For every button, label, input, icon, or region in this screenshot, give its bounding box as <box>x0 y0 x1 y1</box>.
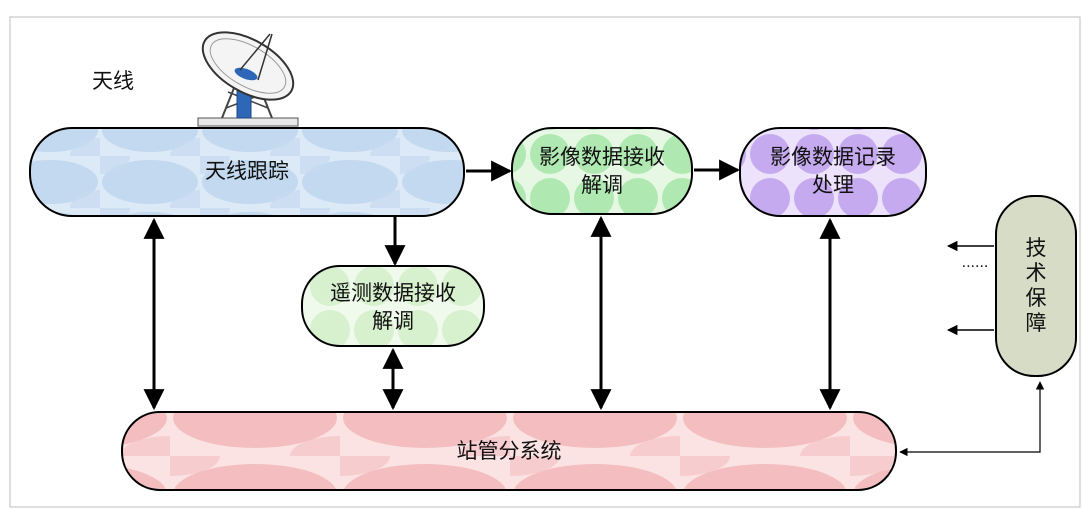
satellite-dish-icon <box>197 31 299 127</box>
outer-frame <box>9 16 1081 508</box>
node-image-record <box>739 127 927 217</box>
node-telemetry <box>301 265 485 347</box>
node-tech-support <box>995 195 1077 377</box>
node-image-receive <box>511 127 693 215</box>
arrow-station-tech <box>899 381 1045 457</box>
node-station-mgmt <box>121 411 897 491</box>
node-antenna-tracking <box>29 127 465 217</box>
